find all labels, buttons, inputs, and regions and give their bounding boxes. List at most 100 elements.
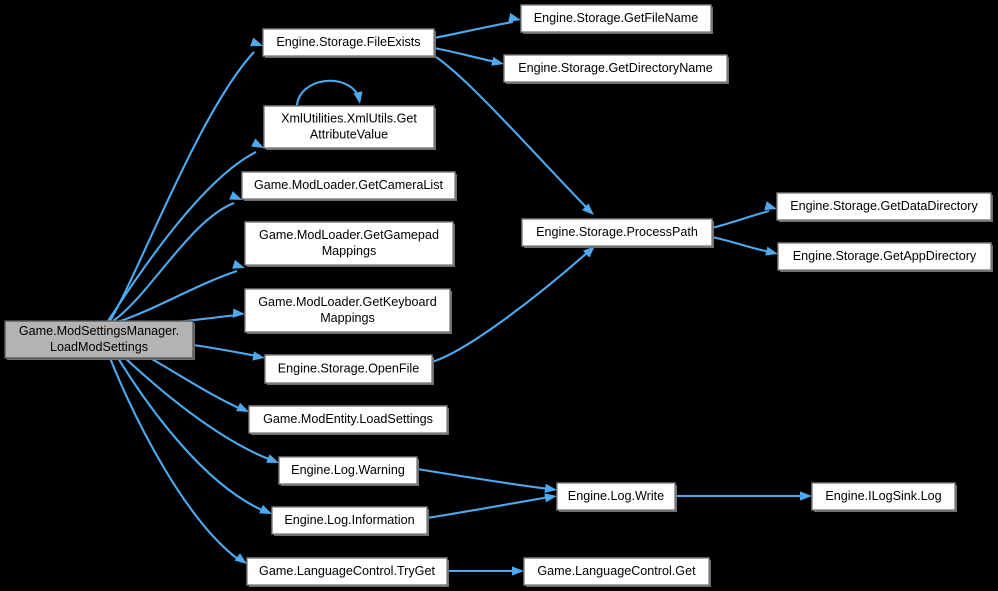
graph-node-getcameralist[interactable]: Game.ModLoader.GetCameraList xyxy=(241,171,457,201)
edge-root-to-fileexists xyxy=(109,37,263,322)
edge-languagetryget-to-languageget xyxy=(446,566,524,576)
edge-logwarning-to-logwrite xyxy=(416,467,557,493)
edge-root-to-xmlutils xyxy=(107,138,264,322)
arrowhead-icon xyxy=(764,201,777,211)
edge-processpath-to-getdatadirectory xyxy=(711,201,777,230)
edge-logwrite-to-ilogsinklog xyxy=(675,491,812,501)
edge-line xyxy=(109,51,255,322)
edge-fileexists-to-getdirectoryname xyxy=(433,46,504,66)
node-box[interactable] xyxy=(241,171,456,200)
node-box[interactable] xyxy=(521,218,713,247)
node-box[interactable] xyxy=(776,192,992,221)
arrowhead-icon xyxy=(251,138,264,148)
arrowhead-icon xyxy=(250,37,263,47)
edge-line xyxy=(711,235,771,254)
edge-line xyxy=(295,79,359,106)
edge-root-to-languagetryget xyxy=(109,357,247,564)
node-box[interactable] xyxy=(523,557,710,586)
graph-node-ilogsinklog[interactable]: Engine.ILogSink.Log xyxy=(811,482,957,512)
edge-line xyxy=(426,495,550,520)
edge-line xyxy=(117,357,265,512)
graph-node-languagetryget[interactable]: Game.LanguageControl.TryGet xyxy=(246,557,449,587)
edge-root-to-loadsettings xyxy=(149,357,249,412)
arrowhead-icon xyxy=(229,191,242,200)
node-box[interactable] xyxy=(248,405,448,434)
node-box[interactable] xyxy=(244,288,451,333)
edge-line xyxy=(107,151,257,322)
arrowhead-icon xyxy=(353,91,363,104)
edge-line xyxy=(431,251,589,364)
edge-root-to-loginformation xyxy=(117,357,272,514)
node-box[interactable] xyxy=(503,54,728,83)
graph-node-loginformation[interactable]: Engine.Log.Information xyxy=(271,506,429,536)
arrowhead-icon xyxy=(252,351,265,361)
node-box[interactable] xyxy=(556,482,676,511)
edge-fileexists-to-getfilename xyxy=(433,13,521,40)
arrowhead-icon xyxy=(544,493,557,503)
arrowhead-icon xyxy=(800,491,812,501)
edge-xmlutils-to-xmlutils xyxy=(295,79,363,106)
edge-line xyxy=(109,357,240,561)
node-box[interactable] xyxy=(4,320,194,359)
graph-node-languageget[interactable]: Game.LanguageControl.Get xyxy=(523,557,711,587)
node-box[interactable] xyxy=(278,456,418,485)
edge-line xyxy=(433,20,514,40)
edge-line xyxy=(149,357,242,410)
edge-line xyxy=(711,209,770,230)
graph-node-getdirectoryname[interactable]: Engine.Storage.GetDirectoryName xyxy=(503,54,729,84)
node-box[interactable] xyxy=(777,242,992,271)
arrowhead-icon xyxy=(512,566,524,576)
edge-line xyxy=(124,357,272,461)
node-box[interactable] xyxy=(263,105,435,149)
edge-root-to-logwarning xyxy=(124,357,279,463)
node-box[interactable] xyxy=(244,221,454,266)
arrowhead-icon xyxy=(544,483,557,493)
arrowhead-icon xyxy=(582,203,594,215)
edge-line xyxy=(433,46,497,64)
graph-node-root[interactable]: Game.ModSettingsManager.LoadModSettings xyxy=(4,320,195,360)
edge-line xyxy=(435,56,587,208)
node-box[interactable] xyxy=(520,4,712,33)
edge-openfile-to-processpath xyxy=(431,246,595,364)
graph-node-getfilename[interactable]: Engine.Storage.GetFileName xyxy=(520,4,713,34)
node-box[interactable] xyxy=(811,482,956,511)
graph-node-logwarning[interactable]: Engine.Log.Warning xyxy=(278,456,419,486)
graph-node-processpath[interactable]: Engine.Storage.ProcessPath xyxy=(521,218,714,248)
arrowhead-icon xyxy=(259,504,272,514)
edge-line xyxy=(112,202,235,322)
node-box[interactable] xyxy=(262,28,435,57)
node-box[interactable] xyxy=(271,506,428,535)
edge-root-to-getgamepadmappings xyxy=(116,259,245,324)
graph-node-getappdirectory[interactable]: Engine.Storage.GetAppDirectory xyxy=(777,242,993,272)
edge-line xyxy=(416,467,550,491)
graph-node-loadsettings[interactable]: Game.ModEntity.LoadSettings xyxy=(248,405,449,435)
node-box[interactable] xyxy=(246,557,448,586)
arrowhead-icon xyxy=(491,56,504,66)
graph-node-logwrite[interactable]: Engine.Log.Write xyxy=(556,482,677,512)
edge-loginformation-to-logwrite xyxy=(426,493,557,520)
arrowhead-icon xyxy=(765,246,778,256)
arrowhead-icon xyxy=(266,454,279,463)
arrowhead-icon xyxy=(583,246,595,258)
edge-line xyxy=(116,270,238,324)
edge-root-to-openfile xyxy=(192,343,265,361)
edge-fileexists-to-processpath xyxy=(435,56,594,215)
arrowhead-icon xyxy=(234,553,247,564)
edge-line xyxy=(192,343,258,358)
node-layer: Game.ModSettingsManager.LoadModSettingsE… xyxy=(4,4,993,587)
arrowhead-icon xyxy=(232,308,245,318)
node-box[interactable] xyxy=(264,354,433,384)
arrowhead-icon xyxy=(232,259,245,269)
edge-processpath-to-getappdirectory xyxy=(711,235,778,256)
arrowhead-icon xyxy=(236,402,249,412)
graph-node-fileexists[interactable]: Engine.Storage.FileExists xyxy=(262,28,436,58)
edge-layer xyxy=(107,13,812,576)
graph-node-openfile[interactable]: Engine.Storage.OpenFile xyxy=(264,354,434,385)
edge-root-to-getcameralist xyxy=(112,191,242,322)
graph-node-getdatadirectory[interactable]: Engine.Storage.GetDataDirectory xyxy=(776,192,993,222)
